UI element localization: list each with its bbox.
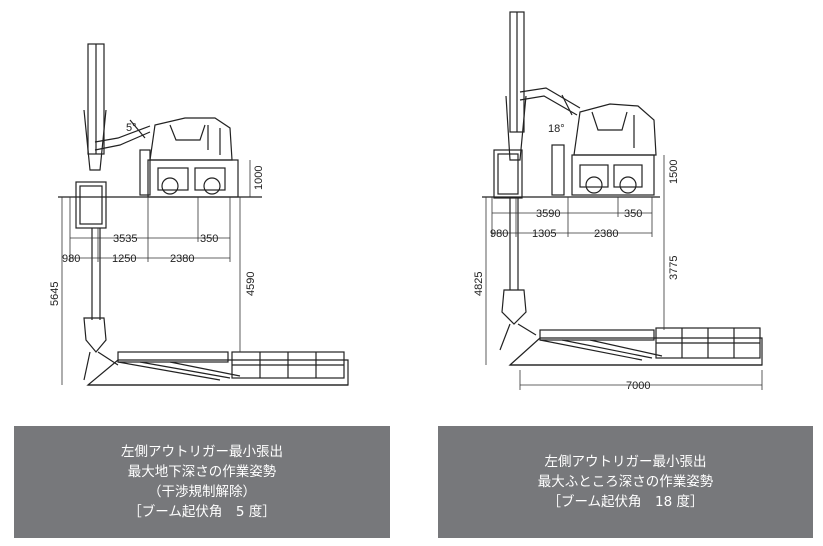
diagram-right: 18° 3590 350 980 1305 2380 1500 3775 482… [412,0,823,410]
dim-offset-c: 2380 [170,253,194,265]
caption-line: ［ブーム起伏角 5 度］ [128,504,276,520]
caption-line: 最大地下深さの作業姿勢 [127,464,277,480]
caption-left: 左側アウトリガー最小張出 最大地下深さの作業姿勢 （干渉規制解除） ［ブーム起伏… [14,426,390,538]
dim-offset-a: 980 [62,253,80,265]
boom-angle-label: 18° [548,123,565,135]
dim-outrigger-height: 1000 [253,166,265,190]
dim-depth-total: 5645 [49,282,61,306]
dim-span-total: 3535 [113,233,137,245]
caption-right: 左側アウトリガー最小張出 最大ふところ深さの作業姿勢 ［ブーム起伏角 18 度］ [438,426,813,538]
dim-span-center: 350 [200,233,218,245]
dim-depth-platform: 4590 [245,272,257,296]
diagram-right-drawing: 18° 3590 350 980 1305 2380 1500 3775 482… [473,11,763,392]
diagram-left-drawing: 5° 3535 350 980 1250 2380 1000 4590 5645 [49,43,349,386]
dim-offset-b: 1305 [532,228,556,240]
caption-line: （干渉規制解除） [148,484,256,500]
dim-depth-total: 4825 [473,272,485,296]
boom-angle-label: 5° [126,122,137,134]
dim-offset-a: 980 [490,228,508,240]
caption-line: 左側アウトリガー最小張出 [544,454,707,470]
dim-depth-platform: 3775 [668,256,680,280]
dim-offset-b: 1250 [112,253,136,265]
caption-line: 最大ふところ深さの作業姿勢 [537,474,714,490]
dim-offset-c: 2380 [594,228,618,240]
dim-span-total: 3590 [536,208,560,220]
dim-span-center: 350 [624,208,642,220]
caption-line: 左側アウトリガー最小張出 [121,444,283,460]
dim-outrigger-height: 1500 [668,160,680,184]
dim-platform-width: 7000 [626,380,650,392]
caption-line: ［ブーム起伏角 18 度］ [547,494,704,510]
diagram-left: 5° 3535 350 980 1250 2380 1000 4590 5645 [0,0,412,410]
